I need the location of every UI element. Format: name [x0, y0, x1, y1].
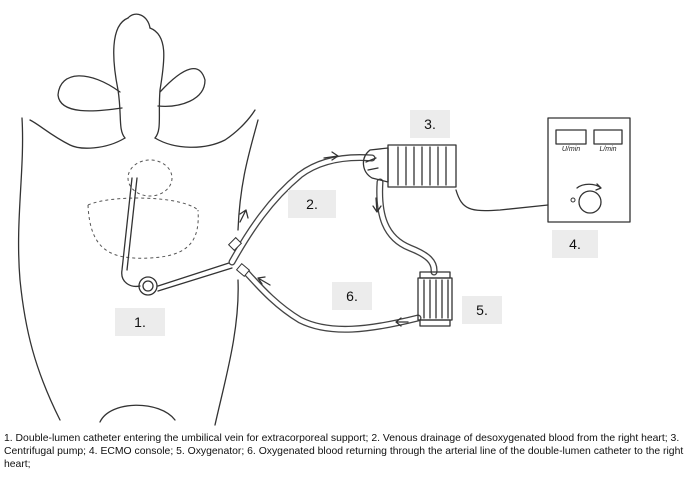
double-lumen-catheter [121, 177, 233, 296]
label-6: 6. [332, 282, 372, 310]
console-readout-left: U/min [562, 146, 580, 153]
figure-caption: 1. Double-lumen catheter entering the um… [4, 433, 684, 470]
animal-outline [17, 13, 259, 426]
label-5: 5. [462, 296, 502, 324]
tubing-circuit [227, 151, 438, 333]
centrifugal-pump [362, 144, 549, 212]
label-1: 1. [115, 308, 165, 336]
ecmo-diagram: U/min L/min [17, 13, 631, 426]
ecmo-console: U/min L/min [547, 117, 631, 223]
oxygenator [417, 271, 453, 327]
label-3: 3. [410, 110, 450, 138]
label-2: 2. [288, 190, 336, 218]
diagram-drawing: U/min L/min [17, 13, 631, 426]
label-4: 4. [552, 230, 598, 258]
console-readout-right: L/min [599, 146, 616, 153]
